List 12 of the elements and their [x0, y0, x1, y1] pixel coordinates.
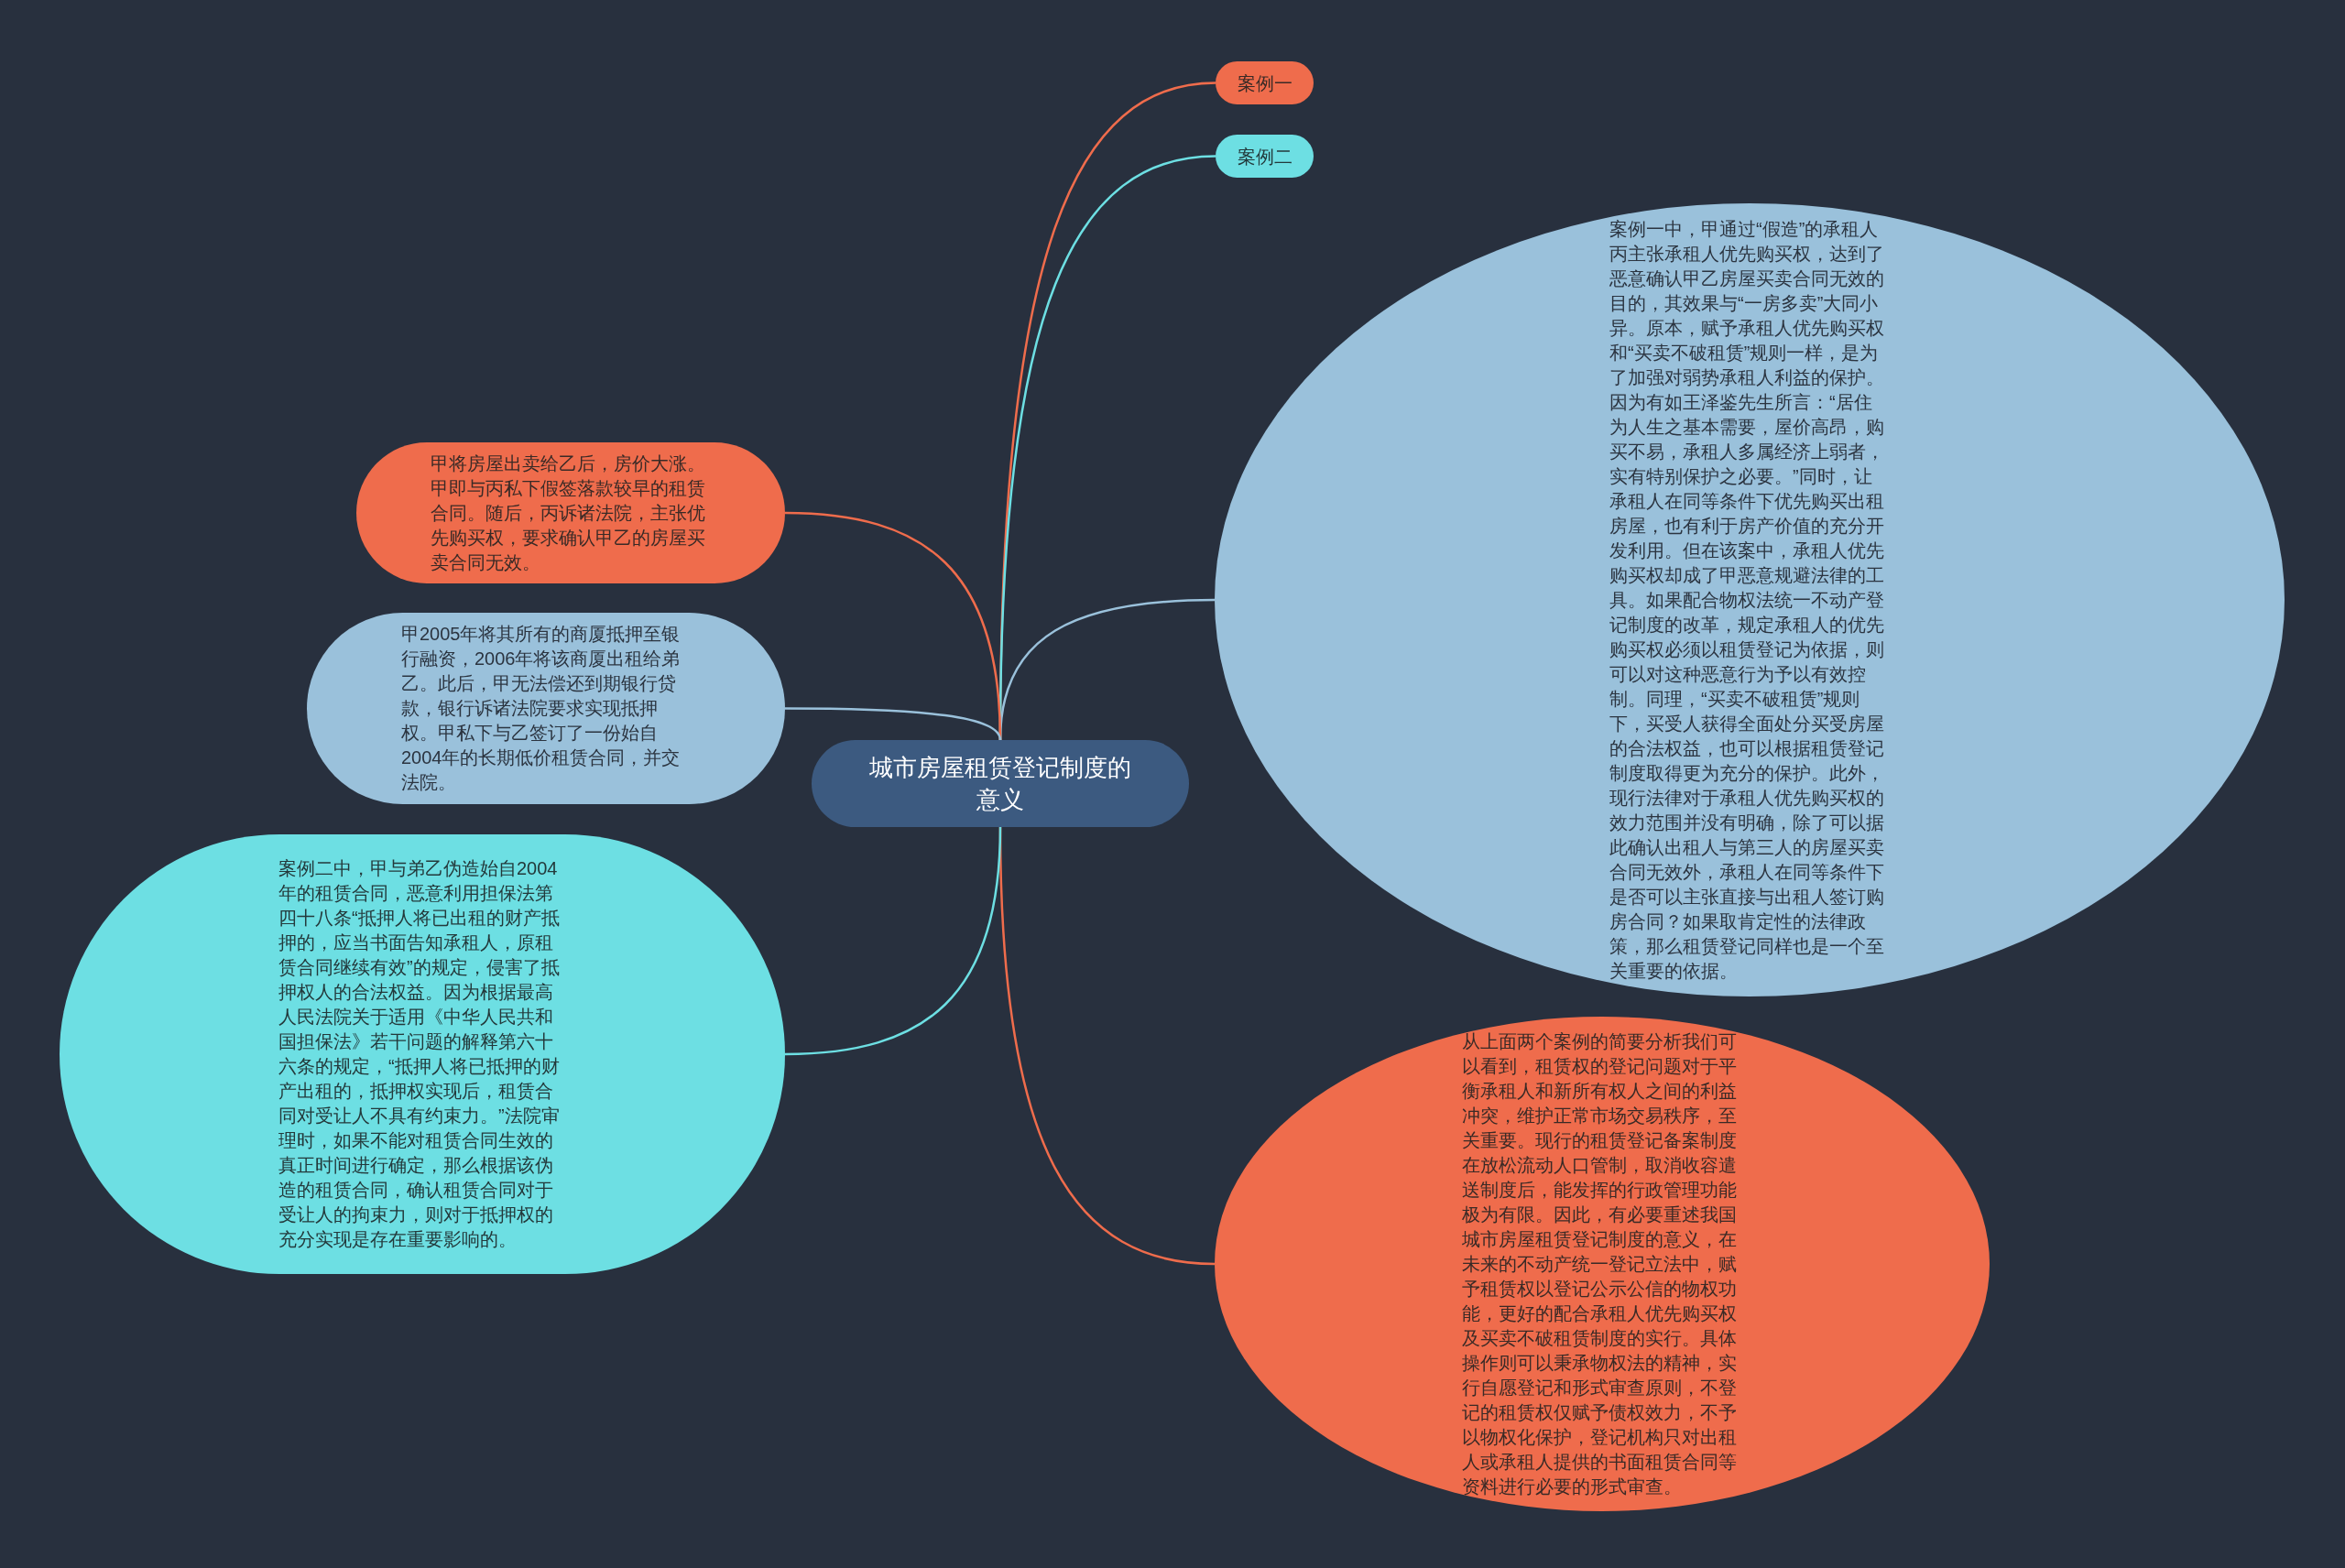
branch-label: 案例二: [1237, 145, 1292, 169]
note-paragraph: 甲2005年将其所有的商厦抵押至银行融资，2006年将该商厦出租给弟乙。此后，甲无法偿还到期银行贷款，银行诉诸法院要求实现抵押权。甲私下与乙签订了一份始自2004年的长期低价租赁合同，并交法院。: [401, 623, 682, 794]
connector-line: [785, 707, 1002, 741]
topic-title: 城市房屋租赁登记制度的意义: [868, 752, 1132, 815]
note-paragraph: 从上面两个案例的简要分析我们可以看到，租赁权的登记问题对于平衡承租人和新所有权人之间的利益冲突，维护正常市场交易秩序，至关重要。现行的租赁登记备案制度在放松流动人口管制，取消收容遣送制度后，能发挥的行政管理功能极为有限。因此，有必要重述我国城市房屋租赁登记制度的意义，在未来的不动产统一登记立法中，赋予租赁权以登记公示公信的物权功能，更好的配合承租人优先购买权及买卖不破租赁制度的实行。具体操作则可以秉承物权法的精神，实行自愿登记和形式审查原则，不登记的租赁权仅赋予债权效力，不予以物权化保护，登记机构只对出租人或承租人提供的书面租赁合同等资料进行必要的形式审查。: [1462, 1029, 1738, 1498]
branch-label: 案例一: [1237, 71, 1292, 95]
connector-line: [784, 826, 1002, 1056]
note-paragraph: 甲将房屋出卖给乙后，房价大涨。甲即与丙私下假签落款较早的租赁合同。随后，丙诉诸法院，主张优先购买权，要求确认甲乙的房屋买卖合同无效。: [431, 452, 706, 574]
branch-pill: [1216, 61, 1314, 104]
note-paragraph: 案例二中，甲与弟乙伪造始自2004年的租赁合同，恶意利用担保法第四十八条“抵押人将已出租的财产抵押的，应当书面告知承租人，原租赁合同继续有效”的规定，侵害了抵押权人的合法权益。因为根据最高人民法院关于适用《中华人民共和国担保法》若干问题的解释第六十六条的规定，“抵押人将已抵押的财产出租的，抵押权实现后，租赁合同对受让人不具有约束力。”法院审理时，如果不能对租赁合同生效的真正时间进行确定，那么根据该伪造的租赁合同，确认租赁合同对于受让人的拘束力，则对于抵押权的充分实现是存在重要影响的。: [278, 857, 561, 1251]
branch-pill: [1216, 135, 1314, 178]
note-paragraph: 案例一中，甲通过“假造”的承租人丙主张承租人优先购买权，达到了恶意确认甲乙房屋买卖合同无效的目的，其效果与“一房多卖”大同小异。原本，赋予承租人优先购买权和“买卖不破租赁”规则一样，是为了加强对弱势承租人利益的保护。因为有如王泽鉴先生所言：“居住为人生之基本需要，屋价高昂，购买不易，承租人多属经济上弱者，实有特别保护之必要。”同时，让承租人在同等条件下优先购买出租房屋，也有利于房产价值的充分开发利用。但在该案中，承租人优先购买权却成了甲恶意规避法律的工具。如果配合物权法统一不动产登记制度的改革，规定承租人的优先购买权必须以租赁登记为依据，则可以对这种恶意行为予以有效控制。同理，“买卖不破租赁”规则下，买受人获得全面处分买受房屋的合法权益，也可以根据租赁登记制度取得更为充分的保护。此外，现行法律对于承租人优先购买权的效力范围并没有明确，除了可以据此确认出租人与第三人的房屋买卖合同无效外，承租人在同等条件下是否可以主张直接与出租人签订购房合同？如果取肯定性的法律政策，那么租赁登记同样也是一个至关重要的依据。: [1609, 217, 1885, 983]
